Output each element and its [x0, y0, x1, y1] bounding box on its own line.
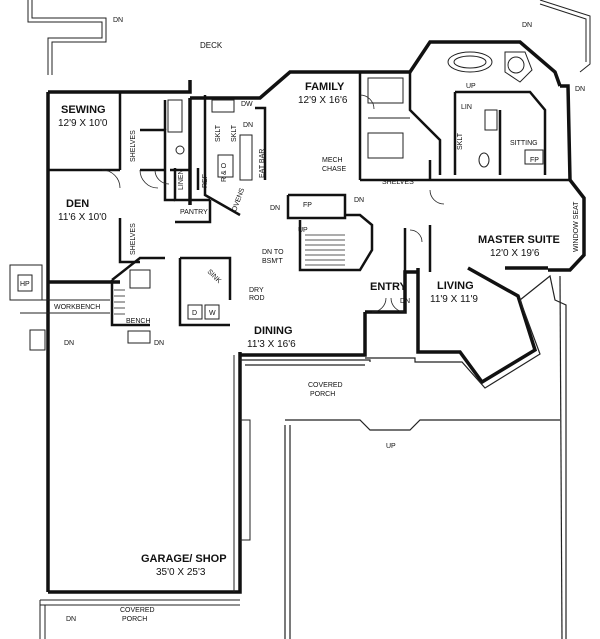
hp-label: HP: [20, 281, 30, 288]
covered-porch-bottom-2: PORCH: [122, 616, 147, 623]
annotation-labels: DECK COVERED PORCH COVERED PORCH DN DN D…: [20, 17, 585, 623]
dw-label: DW: [241, 101, 253, 108]
pantry-label: PANTRY: [180, 209, 208, 216]
room-name-den: DEN: [66, 198, 89, 210]
door-swings: [101, 94, 445, 313]
sitting-label: SITTING: [510, 140, 538, 147]
dn-label-right: DN: [575, 86, 585, 93]
mech-label-2: CHASE: [322, 166, 346, 173]
fp-label-sitting: FP: [530, 157, 539, 164]
dn-to-label-1: DN TO: [262, 249, 284, 256]
stairs: [114, 234, 345, 315]
bench-label: BENCH: [126, 318, 151, 325]
linen-label: LINEN: [178, 169, 185, 190]
up-label-master: UP: [466, 83, 476, 90]
washer-w-label: W: [209, 310, 216, 317]
dn-label-mech: DN: [354, 197, 364, 204]
dn-label-kitchen: DN: [243, 122, 253, 129]
exterior-walls: [46, 40, 586, 594]
room-name-garage: GARAGE/ SHOP: [141, 553, 227, 565]
lin-label: LIN: [461, 104, 472, 111]
dn-label-entry: DN: [400, 298, 410, 305]
room-name-dining: DINING: [254, 325, 293, 337]
dry-rod-label-1: DRY: [249, 287, 264, 294]
dn-label-laundry: DN: [154, 340, 164, 347]
dn-label-top-left: DN: [113, 17, 123, 24]
workbench-label: WORKBENCH: [54, 304, 100, 311]
up-label-stairs: UP: [298, 227, 308, 234]
room-name-living: LIVING: [437, 280, 474, 292]
sink-label: SINK: [206, 268, 223, 285]
dn-label-top-right: DN: [522, 22, 532, 29]
eat-bar-label: EAT BAR: [259, 149, 266, 178]
covered-porch-label-2: PORCH: [310, 391, 335, 398]
room-labels: FAMILY 12'9 X 16'6 SEWING 12'9 X 10'0 DE…: [58, 81, 560, 578]
up-label-porch: UP: [386, 443, 396, 450]
dn-label-ovens: DN: [270, 205, 280, 212]
covered-porch-bottom-1: COVERED: [120, 607, 155, 614]
ovens-label: OVENS: [231, 187, 246, 213]
room-dim-den: 11'6 X 10'0: [58, 212, 107, 223]
dn-label-garage: DN: [64, 340, 74, 347]
dry-rod-label-2: ROD: [249, 295, 265, 302]
room-dim-family: 12'9 X 16'6: [298, 95, 348, 106]
covered-porch: [240, 274, 567, 639]
shelves-label-sewing: SHELVES: [130, 130, 137, 162]
deck-label: DECK: [200, 41, 223, 50]
window-seat-label: WINDOW SEAT: [573, 201, 580, 252]
sklt-label-2: SKLT: [231, 124, 238, 142]
garage-details: [9, 264, 251, 639]
washer-d-label: D: [192, 310, 197, 317]
bath-fixtures: [367, 51, 544, 168]
dn-label-bottom: DN: [66, 616, 76, 623]
room-dim-master: 12'0 X 19'6: [490, 248, 540, 259]
sklt-label-master: SKLT: [457, 132, 464, 150]
sklt-label-1: SKLT: [215, 124, 222, 142]
kitchen-fixtures: [127, 99, 253, 344]
deck-outline: [27, 0, 591, 75]
room-name-master: MASTER SUITE: [478, 234, 560, 246]
covered-porch-label-1: COVERED: [308, 382, 343, 389]
r-and-o-label: R & O: [221, 162, 228, 182]
room-name-sewing: SEWING: [61, 104, 106, 116]
shelves-label-den: SHELVES: [130, 223, 137, 255]
dn-to-label-2: BSM'T: [262, 258, 284, 265]
room-dim-dining: 11'3 X 16'6: [247, 339, 296, 350]
fp-label-family: FP: [303, 202, 312, 209]
mech-label-1: MECH: [322, 157, 343, 164]
room-dim-sewing: 12'9 X 10'0: [58, 118, 108, 129]
room-name-family: FAMILY: [305, 81, 345, 93]
room-dim-garage: 35'0 X 25'3: [156, 567, 206, 578]
shelves-label-family: SHELVES: [382, 179, 414, 186]
room-name-entry: ENTRY: [370, 281, 408, 293]
ref-label: REF: [202, 174, 209, 188]
interior-walls: [48, 72, 570, 327]
room-dim-living: 11'9 X 11'9: [430, 294, 478, 305]
